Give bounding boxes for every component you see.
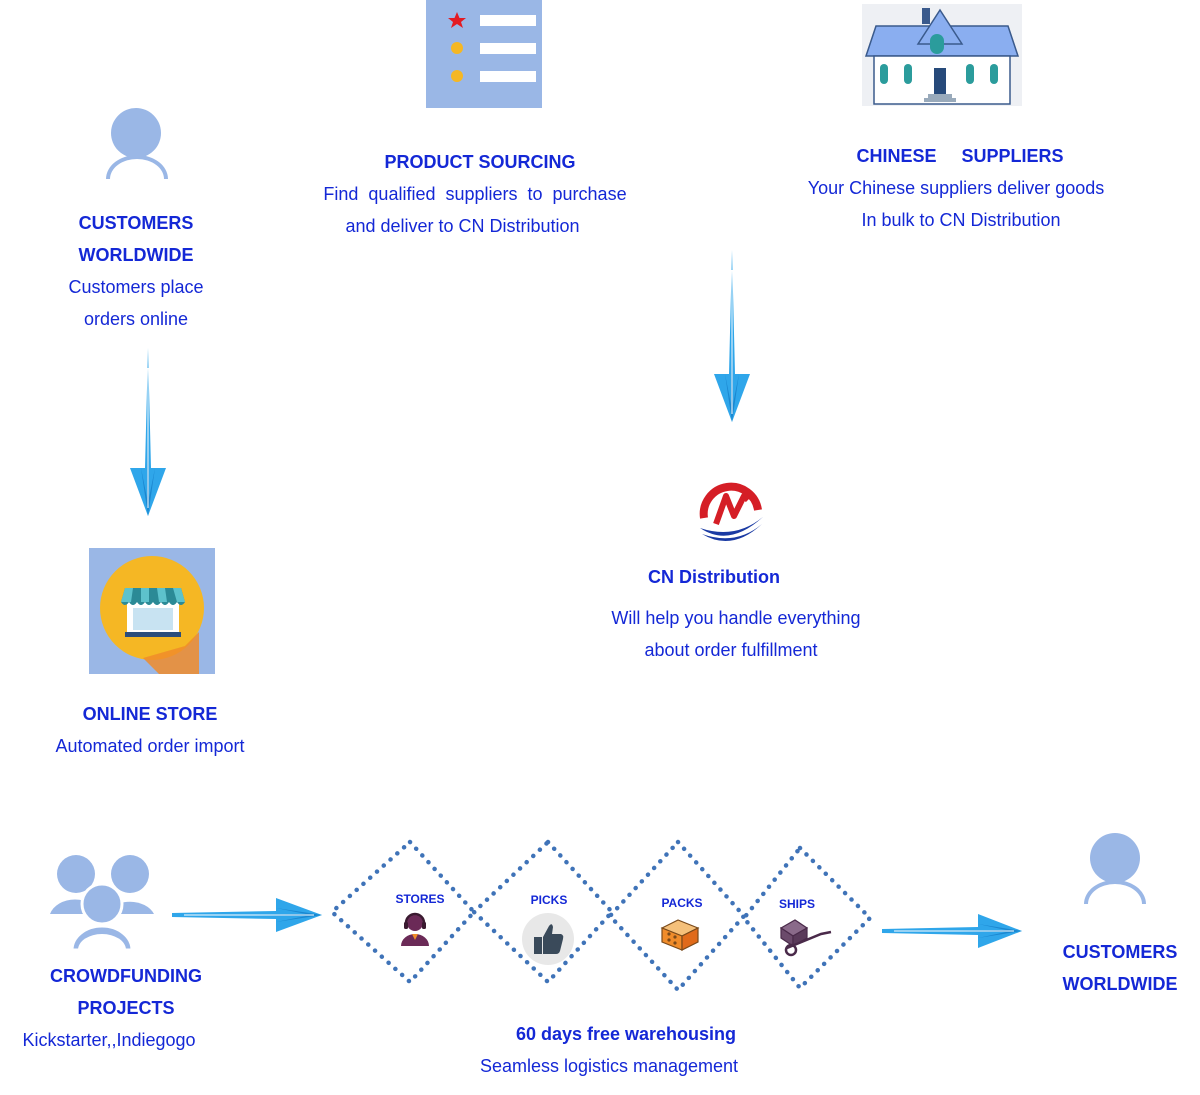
checklist-icon bbox=[426, 0, 542, 108]
product-sourcing-desc-line2: and deliver to CN Distribution bbox=[345, 216, 580, 236]
chinese-suppliers-desc-line2: In bulk to CN Distribution bbox=[861, 210, 1061, 230]
customers-bottom-person-icon bbox=[1082, 830, 1148, 906]
online-store-title: ONLINE STORE bbox=[82, 704, 218, 724]
right-arrow-left bbox=[172, 892, 324, 938]
customers-top-title-line1: CUSTOMERS bbox=[78, 213, 194, 233]
cn-distribution-desc-line1: Will help you handle everything bbox=[611, 608, 861, 628]
product-sourcing-desc-line1: Find qualified suppliers to purchase bbox=[323, 184, 627, 204]
group-icon bbox=[50, 852, 154, 952]
customers-bottom-title-line2: WORLDWIDE bbox=[1062, 974, 1178, 994]
customers-top-desc-line2: orders online bbox=[83, 309, 189, 329]
right-arrow-right bbox=[882, 908, 1024, 954]
chinese-suppliers-desc-line1: Your Chinese suppliers deliver goods bbox=[807, 178, 1105, 198]
operator-icon bbox=[398, 912, 432, 946]
warehouse-desc: Seamless logistics management bbox=[479, 1056, 739, 1076]
down-arrow-left bbox=[120, 348, 176, 520]
online-store-desc: Automated order import bbox=[55, 736, 245, 756]
house-icon bbox=[862, 4, 1022, 106]
warehouse-title: 60 days free warehousing bbox=[515, 1024, 737, 1044]
crowdfunding-title-line1: CROWDFUNDING bbox=[50, 966, 202, 986]
hand-truck-icon bbox=[777, 918, 833, 958]
cn-distribution-desc-line2: about order fulfillment bbox=[644, 640, 818, 660]
warehouse-diamonds bbox=[326, 838, 874, 998]
customers-top-person-icon bbox=[104, 105, 170, 181]
customers-top-title-line2: WORLDWIDE bbox=[78, 245, 194, 265]
box-icon bbox=[658, 916, 702, 952]
cn-distribution-title: CN Distribution bbox=[648, 567, 780, 587]
product-sourcing-title: PRODUCT SOURCING bbox=[384, 152, 576, 172]
customers-top-desc-line1: Customers place bbox=[68, 277, 204, 297]
down-arrow-right bbox=[704, 250, 760, 426]
cn-logo-icon bbox=[696, 478, 766, 548]
crowdfunding-desc: Kickstarter,,Indiegogo bbox=[22, 1030, 196, 1050]
chinese-suppliers-title: CHINESE SUPPLIERS bbox=[856, 146, 1064, 166]
customers-bottom-title-line1: CUSTOMERS bbox=[1062, 942, 1178, 962]
step-packs-label: PACKS bbox=[661, 896, 703, 910]
thumbs-up-icon bbox=[521, 912, 575, 966]
step-ships-label: SHIPS bbox=[778, 897, 815, 911]
step-stores-label: STORES bbox=[395, 892, 445, 906]
storefront-icon bbox=[89, 548, 215, 674]
crowdfunding-title-line2: PROJECTS bbox=[77, 998, 175, 1018]
step-picks-label: PICKS bbox=[530, 893, 568, 907]
